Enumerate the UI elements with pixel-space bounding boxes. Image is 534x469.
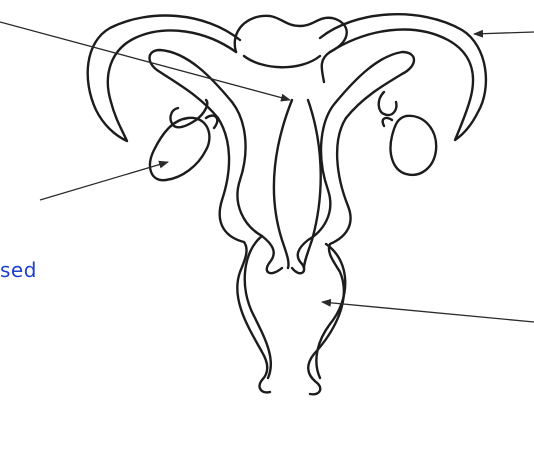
- pointer-fallopian-tube: [474, 32, 534, 34]
- uterine-cavity-left: [274, 100, 292, 268]
- uterus-outer-wall: [235, 16, 347, 82]
- right-tube-stub: [379, 92, 397, 115]
- uterus-right-wall: [308, 118, 350, 394]
- right-ovary-ligament: [383, 118, 392, 126]
- pointer-ovary: [40, 162, 168, 200]
- organ-drawing: [88, 14, 486, 394]
- left-fallopian-tube-inner: [150, 50, 233, 118]
- right-fallopian-tube-inner: [336, 52, 414, 118]
- cervix-lower-left: [245, 236, 271, 378]
- right-ovary: [391, 116, 437, 175]
- uterus-fundus-inner: [244, 56, 320, 67]
- pointer-cervix: [322, 302, 534, 322]
- partial-label-text: sed: [0, 258, 37, 282]
